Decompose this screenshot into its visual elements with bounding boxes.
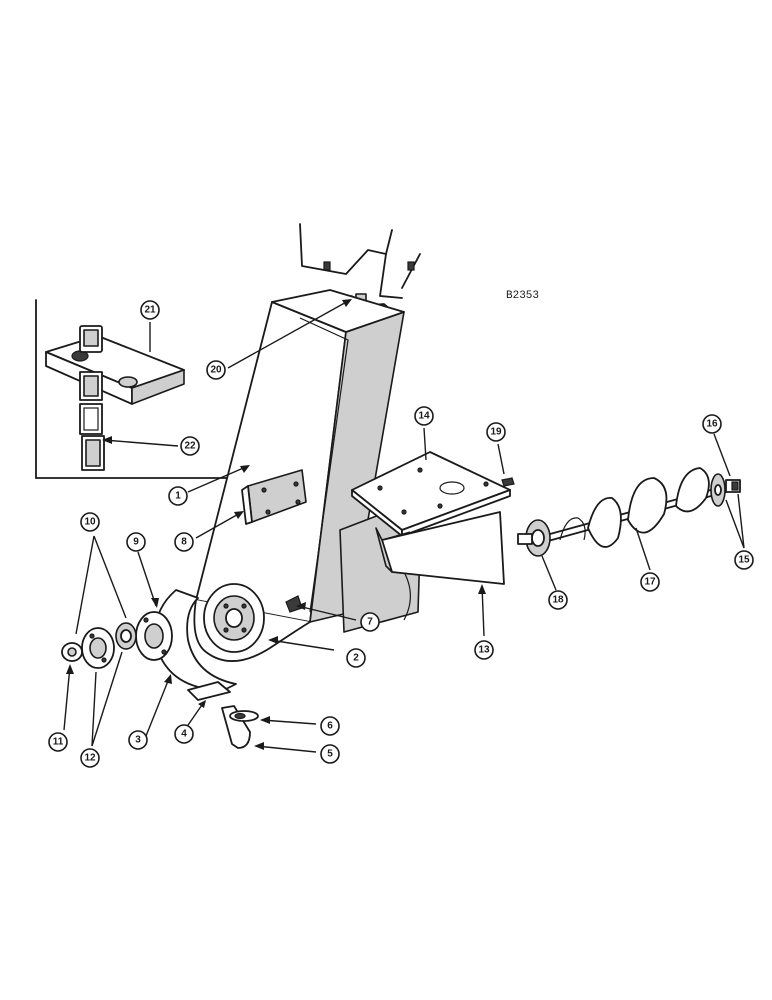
callout-10: 10 <box>80 512 100 532</box>
callout-5: 5 <box>320 744 340 764</box>
callout-circle <box>140 300 160 320</box>
callout-3: 3 <box>128 730 148 750</box>
callout-16: 16 <box>702 414 722 434</box>
callout-circle <box>48 732 68 752</box>
callout-number: 2 <box>353 653 359 664</box>
callout-circle <box>320 716 340 736</box>
callout-circle <box>80 512 100 532</box>
callout-number: 5 <box>327 749 333 760</box>
callout-number: 3 <box>135 735 141 746</box>
callout-number: 13 <box>478 645 490 656</box>
callout-circle <box>168 486 188 506</box>
callout-circle <box>486 422 506 442</box>
callout-number: 21 <box>144 305 156 316</box>
elevator-housing <box>195 289 405 623</box>
callout-circle <box>206 360 226 380</box>
callout-circle <box>734 550 754 570</box>
callout-number: 9 <box>133 537 139 548</box>
callout-8: 8 <box>174 532 194 552</box>
callout-number: 17 <box>644 577 656 588</box>
callout-circle <box>702 414 722 434</box>
callout-17: 17 <box>640 572 660 592</box>
callout-15: 15 <box>734 550 754 570</box>
callout-11: 11 <box>48 732 68 752</box>
inspection-plate <box>241 469 307 525</box>
callout-number: 11 <box>53 737 64 748</box>
callout-12: 12 <box>80 748 100 768</box>
callout-circle <box>128 730 148 750</box>
bolt-19 <box>501 477 515 487</box>
callout-number: 4 <box>181 729 187 740</box>
callout-circle <box>80 748 100 768</box>
callout-number: 14 <box>418 411 430 422</box>
callout-number: 19 <box>490 427 502 438</box>
callout-13: 13 <box>474 640 494 660</box>
callout-19: 19 <box>486 422 506 442</box>
callout-20: 20 <box>206 360 226 380</box>
callout-number: 22 <box>184 441 196 452</box>
callout-7: 7 <box>360 612 380 632</box>
callout-21: 21 <box>140 300 160 320</box>
callout-number: 8 <box>181 537 187 548</box>
housing-hub <box>193 583 311 662</box>
callout-number: 16 <box>706 419 718 430</box>
callout-circle <box>180 436 200 456</box>
callout-number: 18 <box>552 595 564 606</box>
side-plate <box>375 511 505 585</box>
callout-4: 4 <box>174 724 194 744</box>
bearing-parts <box>61 622 137 669</box>
callout-circle <box>414 406 434 426</box>
callout-1: 1 <box>168 486 188 506</box>
callout-circle <box>126 532 146 552</box>
mounting-plate <box>351 451 511 537</box>
auger <box>527 467 741 548</box>
callout-number: 12 <box>84 753 96 764</box>
callout-number: 6 <box>327 721 333 732</box>
callout-circle <box>320 744 340 764</box>
latch-parts <box>187 681 259 749</box>
shaft-end <box>710 473 741 507</box>
cover-plate <box>135 611 173 661</box>
callout-number: 20 <box>210 365 222 376</box>
upper-frame <box>299 223 421 299</box>
callout-6: 6 <box>320 716 340 736</box>
callout-circle <box>640 572 660 592</box>
callout-2: 2 <box>346 648 366 668</box>
leader-lines <box>63 299 745 753</box>
sprocket <box>517 519 551 557</box>
callout-number: 1 <box>175 491 181 502</box>
callout-circle <box>174 532 194 552</box>
callout-number: 7 <box>367 617 373 628</box>
callout-circle <box>174 724 194 744</box>
callout-9: 9 <box>126 532 146 552</box>
callout-circle <box>360 612 380 632</box>
callout-circle <box>548 590 568 610</box>
inset-detail <box>35 299 231 479</box>
callout-18: 18 <box>548 590 568 610</box>
drawing-code: B2353 <box>506 290 539 302</box>
callout-number: 10 <box>84 517 96 528</box>
callout-circle <box>346 648 366 668</box>
callout-14: 14 <box>414 406 434 426</box>
callout-number: 15 <box>738 555 750 566</box>
callout-circle <box>474 640 494 660</box>
callout-22: 22 <box>180 436 200 456</box>
